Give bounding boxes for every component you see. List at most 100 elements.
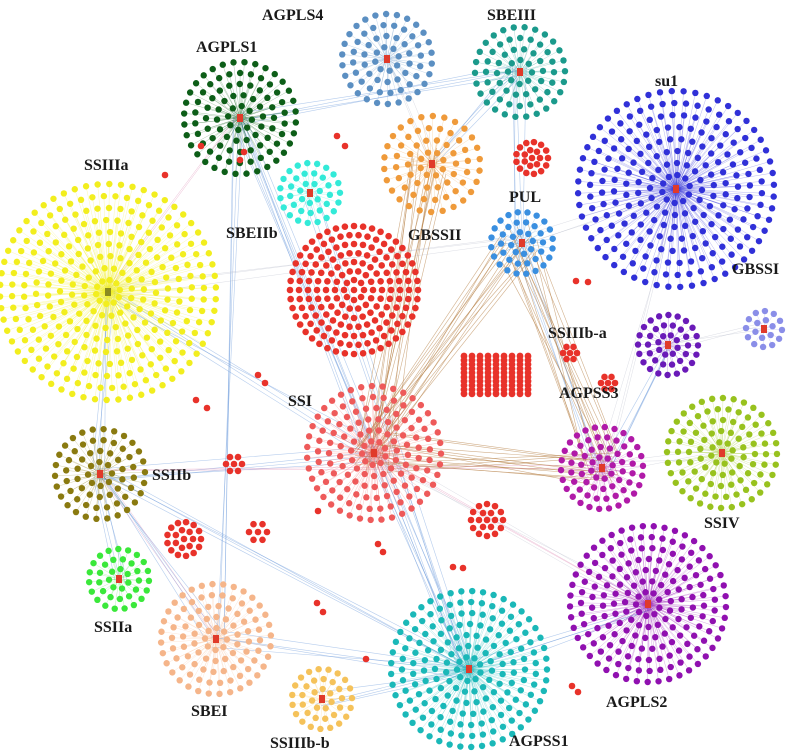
gene-node (768, 205, 776, 212)
label-PUL: PUL (509, 189, 541, 206)
shared-node (537, 167, 545, 175)
gene-node (479, 731, 487, 738)
spoke (386, 29, 405, 60)
gene-node (583, 552, 590, 559)
spoke (410, 120, 433, 165)
gene-node (509, 601, 517, 608)
shared-node (195, 543, 203, 551)
gene-node (381, 482, 388, 489)
gene-node (46, 212, 54, 219)
gene-node (663, 196, 670, 203)
gene-node (649, 645, 656, 652)
gene-node (502, 639, 509, 647)
gene-node (698, 398, 706, 406)
spoke (239, 81, 283, 119)
shared-node (386, 295, 394, 303)
gene-node (96, 297, 103, 304)
spoke (644, 603, 649, 638)
gene-node (13, 258, 21, 266)
gene-node (539, 67, 547, 75)
spoke (292, 698, 323, 706)
gene-node (429, 481, 437, 488)
gene-node (751, 450, 759, 458)
gene-node (60, 190, 68, 197)
edge-SSI-AGPSS3 (364, 451, 586, 469)
shared-cluster-ssiib-b (245, 520, 271, 544)
gene-node (617, 120, 624, 127)
shared-node (289, 268, 296, 276)
gene-node (477, 622, 484, 629)
gene-node (637, 221, 645, 228)
gene-node (243, 170, 250, 177)
gene-node (106, 228, 114, 236)
spoke (431, 163, 472, 193)
gene-node (678, 556, 686, 563)
gene-node (708, 395, 716, 403)
gene-node (594, 434, 601, 441)
spoke (636, 140, 677, 190)
spoke (201, 585, 217, 640)
gene-node (718, 625, 726, 632)
gene-node (102, 324, 109, 332)
gene-node (585, 568, 593, 576)
gene-node (422, 630, 429, 638)
gene-node (770, 310, 777, 318)
gene-node (29, 326, 37, 333)
spoke (107, 257, 172, 293)
gene-node (745, 316, 753, 323)
spoke (99, 440, 104, 475)
shared-node (368, 244, 375, 251)
spoke (107, 291, 197, 354)
gene-node (413, 434, 420, 441)
shared-node (197, 535, 205, 543)
gene-node (388, 187, 396, 194)
gene-node (169, 375, 176, 382)
gene-node (446, 718, 454, 725)
gene-node (38, 219, 45, 227)
gene-node (584, 144, 591, 151)
spoke (24, 291, 109, 341)
spoke (521, 238, 553, 244)
spoke (647, 603, 665, 634)
spoke (721, 443, 754, 454)
gene-node (625, 169, 632, 176)
spoke (355, 58, 388, 73)
gene-node (692, 89, 699, 97)
gene-node (398, 666, 406, 673)
spoke (667, 327, 693, 346)
gene-node (384, 142, 391, 150)
gene-node (652, 325, 660, 333)
spoke (95, 291, 109, 326)
spoke (239, 117, 278, 144)
spoke (721, 426, 743, 454)
gene-node (382, 453, 389, 460)
spoke (675, 188, 686, 226)
gene-node (318, 469, 325, 476)
gene-node (269, 125, 276, 132)
spoke (107, 291, 163, 386)
spoke (107, 243, 192, 293)
gene-node (104, 336, 111, 344)
gene-node (544, 48, 551, 56)
gene-node (678, 596, 685, 603)
shared-node (236, 156, 244, 164)
shared-node (314, 295, 322, 303)
shared-node (523, 139, 530, 147)
shared-node (475, 516, 483, 524)
shared-node (386, 277, 394, 285)
gene-node (656, 233, 663, 240)
gene-node (373, 99, 381, 107)
gene-node (312, 714, 319, 722)
gene-node (416, 207, 423, 214)
gene-node (117, 309, 124, 316)
spoke (468, 668, 495, 693)
gene-node (83, 331, 90, 339)
spoke (321, 698, 331, 728)
gene-node (687, 258, 695, 265)
spoke (682, 452, 723, 473)
gene-node (582, 427, 589, 434)
gene-node (642, 253, 649, 260)
gene-node (415, 444, 422, 451)
shared-node (333, 132, 341, 140)
shared-node (559, 349, 567, 357)
